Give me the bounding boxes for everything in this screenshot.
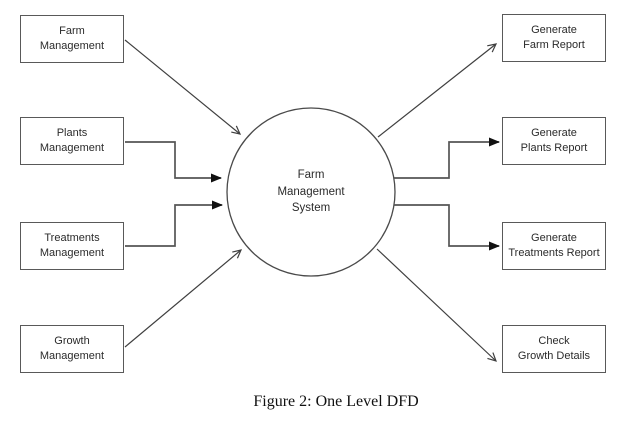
output-generate-treatments-report: Generate Treatments Report xyxy=(502,222,606,270)
flow-farm-management-to-process xyxy=(124,39,242,135)
entity-plants-management: Plants Management xyxy=(20,117,124,165)
entity-label: Farm Management xyxy=(39,24,105,52)
process-label: Farm Management System xyxy=(277,168,345,215)
entity-label: Growth Management xyxy=(39,334,105,362)
entity-label: Treatments Management xyxy=(39,231,105,259)
output-generate-farm-report: Generate Farm Report xyxy=(502,14,606,62)
flow-plants-management-to-process xyxy=(125,141,222,183)
figure-caption: Figure 2: One Level DFD xyxy=(253,393,419,410)
output-label: Generate Farm Report xyxy=(523,23,585,51)
flow-process-to-generate-farm-report xyxy=(377,43,498,138)
flow-process-to-generate-treatments-report xyxy=(394,204,500,251)
output-label: Generate Plants Report xyxy=(520,126,588,154)
output-check-growth-details: Check Growth Details xyxy=(502,325,606,373)
flow-process-to-generate-plants-report xyxy=(394,137,500,179)
process-circle xyxy=(226,107,396,277)
output-label: Check Growth Details xyxy=(517,334,591,362)
entity-treatments-management: Treatments Management xyxy=(20,222,124,270)
flow-growth-management-to-process xyxy=(124,249,243,348)
entity-growth-management: Growth Management xyxy=(20,325,124,373)
output-generate-plants-report: Generate Plants Report xyxy=(502,117,606,165)
output-label: Generate Treatments Report xyxy=(508,231,600,259)
flow-treatments-management-to-process xyxy=(125,200,223,247)
flow-process-to-check-growth-details xyxy=(376,248,497,362)
entity-farm-management: Farm Management xyxy=(20,15,124,63)
entity-label: Plants Management xyxy=(39,126,105,154)
